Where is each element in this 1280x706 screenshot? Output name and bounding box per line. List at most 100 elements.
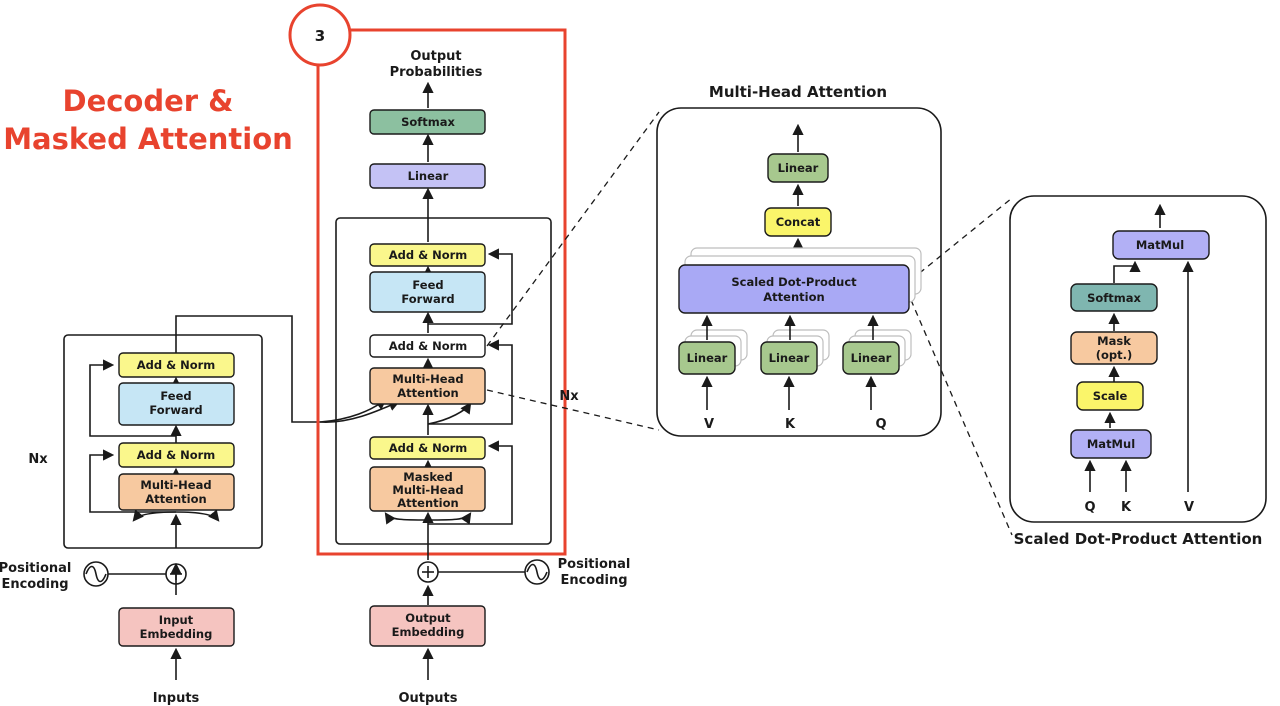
svg-text:Softmax: Softmax	[1087, 291, 1141, 305]
step-badge	[288, 3, 352, 67]
mha-linear-v: Linear	[678, 341, 736, 375]
svg-text:Forward: Forward	[149, 403, 202, 417]
svg-text:Output: Output	[405, 611, 451, 625]
svg-text:Scale: Scale	[1093, 389, 1128, 403]
decoder: 3 Output Probabilities Softmax Linear	[288, 3, 631, 706]
svg-text:Multi-Head: Multi-Head	[392, 483, 463, 497]
input-embedding: Input Embedding	[118, 607, 235, 647]
mha-input-k: K	[785, 417, 796, 432]
decoder-add-norm-top: Add & Norm	[369, 243, 486, 267]
decoder-highlight	[316, 28, 567, 556]
encoder-add-norm-top: Add & Norm	[118, 352, 235, 378]
sdpa-frame	[1009, 195, 1267, 523]
svg-text:Input: Input	[159, 613, 194, 627]
mha-linear-q: Linear	[842, 341, 900, 375]
svg-text:Forward: Forward	[401, 292, 454, 306]
svg-text:Embedding: Embedding	[140, 627, 213, 641]
svg-text:(opt.): (opt.)	[1096, 348, 1133, 362]
step-badge-number: 3	[315, 27, 325, 45]
svg-text:Linear: Linear	[769, 351, 810, 365]
svg-text:Linear: Linear	[687, 351, 728, 365]
svg-text:Feed: Feed	[160, 389, 191, 403]
encoder-nx: Nx	[28, 452, 48, 467]
encoder-attn-branch-left	[132, 509, 177, 522]
encoder-add-norm-bottom: Add & Norm	[118, 442, 235, 468]
sdpa-matmul-bottom: MatMul	[1070, 429, 1152, 459]
section-title: Decoder & Masked Attention	[3, 84, 293, 156]
title-line-1: Decoder &	[63, 84, 234, 118]
decoder-feed-forward: Feed Forward	[369, 271, 486, 313]
encoder-to-decoder-arrow-2	[319, 400, 401, 423]
decoder-multi-head-attention: Multi-Head Attention	[369, 367, 486, 405]
sdpa-input-k: K	[1121, 500, 1132, 515]
svg-text:Linear: Linear	[408, 169, 449, 183]
encoder: Add & Norm Feed Forward Add & Norm Multi…	[0, 315, 401, 706]
sdpa-input-v: V	[1184, 500, 1194, 515]
decoder-add-norm-bottom: Add & Norm	[369, 436, 486, 460]
svg-text:Softmax: Softmax	[401, 115, 455, 129]
decoder-nx: Nx	[559, 389, 579, 404]
decoder-add-norm-mid: Add & Norm	[369, 334, 486, 358]
decoder-softmax: Softmax	[369, 109, 486, 135]
encoder-attn-branch-right	[175, 509, 220, 522]
svg-text:MatMul: MatMul	[1136, 238, 1184, 252]
svg-text:Linear: Linear	[851, 351, 892, 365]
sdpa-scale: Scale	[1076, 381, 1144, 411]
sdpa-softmax: Softmax	[1070, 283, 1158, 312]
svg-text:Attention: Attention	[763, 290, 824, 304]
svg-text:Add & Norm: Add & Norm	[389, 248, 468, 262]
sdpa-panel: Scaled Dot-Product Attention MatMul Soft…	[1009, 195, 1267, 548]
inputs-label: Inputs	[153, 691, 200, 706]
encoder-sine-icon	[83, 561, 109, 587]
sdpa-mask: Mask (opt.)	[1070, 331, 1158, 365]
svg-text:Scaled Dot-Product: Scaled Dot-Product	[731, 275, 857, 289]
svg-text:Multi-Head: Multi-Head	[140, 478, 211, 492]
mha-frame	[656, 107, 942, 437]
zoom-lines	[486, 111, 1013, 536]
svg-text:Embedding: Embedding	[392, 625, 465, 639]
sdpa-input-q: Q	[1084, 500, 1095, 515]
mha-sdpa: Scaled Dot-Product Attention	[678, 264, 910, 314]
svg-text:Attention: Attention	[397, 496, 458, 510]
decoder-pe-label-1: Positional	[558, 557, 631, 572]
svg-text:Linear: Linear	[778, 161, 819, 175]
output-probabilities-2: Probabilities	[390, 65, 483, 80]
svg-text:Multi-Head: Multi-Head	[392, 372, 463, 386]
svg-text:Add & Norm: Add & Norm	[137, 448, 216, 462]
encoder-residual-2	[89, 359, 176, 437]
encoder-to-decoder-line	[175, 315, 320, 423]
svg-text:Feed: Feed	[412, 278, 443, 292]
svg-text:Add & Norm: Add & Norm	[389, 339, 468, 353]
decoder-linear: Linear	[369, 163, 486, 189]
encoder-multi-head-attention: Multi-Head Attention	[118, 473, 235, 511]
mha-concat: Concat	[764, 207, 832, 237]
svg-text:Masked: Masked	[403, 470, 452, 484]
mha-linear-k: Linear	[760, 341, 818, 375]
mha-title: Multi-Head Attention	[709, 83, 887, 101]
svg-text:Add & Norm: Add & Norm	[389, 441, 468, 455]
decoder-sine-icon	[524, 559, 550, 585]
decoder-frame	[335, 217, 552, 545]
svg-text:MatMul: MatMul	[1087, 437, 1135, 451]
decoder-pe-label-2: Encoding	[560, 573, 627, 588]
output-embedding: Output Embedding	[369, 605, 486, 647]
title-line-2: Masked Attention	[3, 122, 293, 156]
sdpa-matmul-top: MatMul	[1112, 230, 1210, 260]
sdpa-title: Scaled Dot-Product Attention	[1014, 530, 1263, 548]
output-probabilities-1: Output	[410, 49, 461, 64]
encoder-pe-label-1: Positional	[0, 561, 71, 576]
svg-text:Attention: Attention	[397, 386, 458, 400]
mha-panel: Multi-Head Attention Linear Concat Scale…	[656, 83, 942, 437]
mha-input-q: Q	[875, 417, 886, 432]
svg-text:Attention: Attention	[145, 492, 206, 506]
decoder-masked-attention: Masked Multi-Head Attention	[369, 466, 486, 512]
svg-text:Concat: Concat	[776, 215, 821, 229]
encoder-feed-forward: Feed Forward	[118, 382, 235, 426]
svg-text:Mask: Mask	[1097, 334, 1131, 348]
mha-input-v: V	[704, 417, 714, 432]
mha-linear-top: Linear	[767, 153, 829, 183]
outputs-label: Outputs	[398, 691, 457, 706]
svg-text:Add & Norm: Add & Norm	[137, 358, 216, 372]
encoder-frame	[63, 334, 263, 549]
